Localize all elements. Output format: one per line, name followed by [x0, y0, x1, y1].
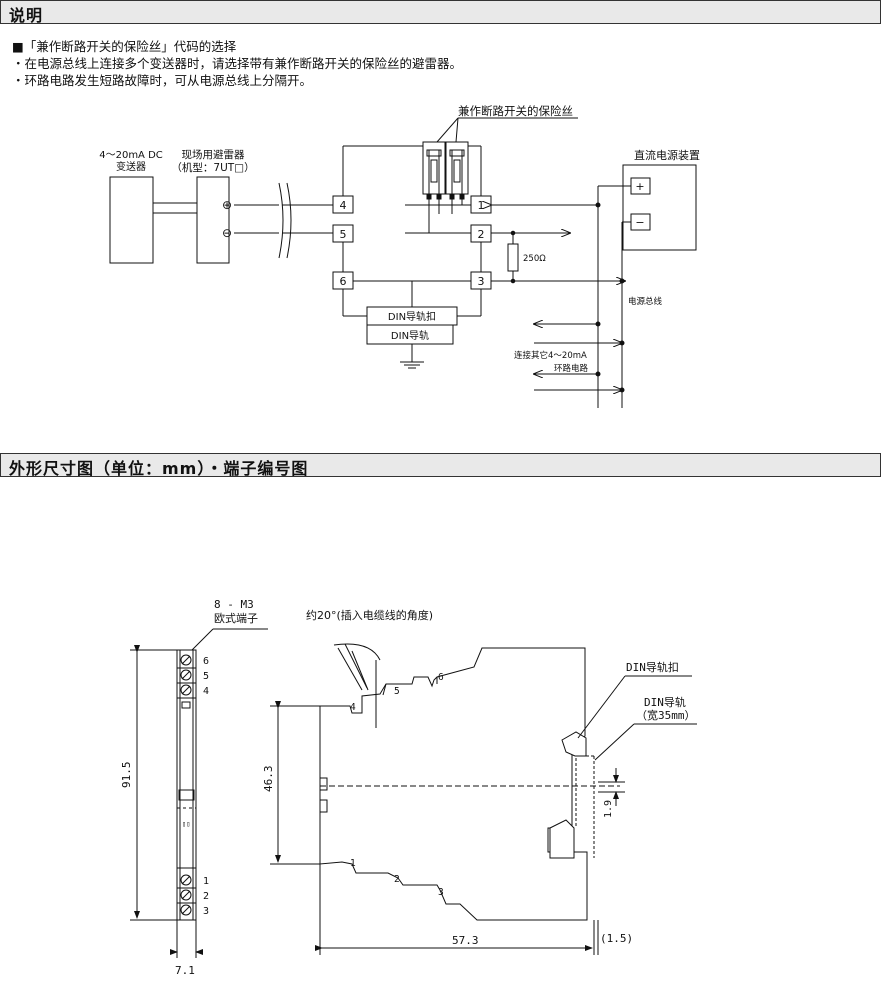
- arrester-label-2: （机型：7UT□）: [171, 161, 254, 174]
- section-header-dimensions: 外形尺寸图（单位：mm）・端子编号图: [0, 453, 881, 478]
- svg-text:3: 3: [478, 275, 485, 288]
- section-header-description: 说明: [0, 0, 881, 25]
- minus-terminal: ⊖: [222, 226, 232, 240]
- svg-text:+: +: [635, 180, 644, 193]
- fuse-label: 兼作断路开关的保险丝: [458, 104, 573, 118]
- power-unit-label: 直流电源装置: [634, 148, 700, 162]
- arrester-box: [196, 176, 230, 264]
- note-bullet-1: ・在电源总线上连接多个变送器时，请选择带有兼作断路开关的保险丝的避雷器。: [12, 56, 463, 71]
- other-loop-label-1: 连接其它4～20mA: [514, 350, 587, 361]
- svg-text:2: 2: [478, 228, 485, 241]
- note-bullet-2: ・环路电路发生短路故障时，可从电源总线上分隔开。: [12, 73, 313, 88]
- transmitter-label-1: 4～20mA DC: [99, 150, 163, 161]
- din-rail-box: [366, 324, 454, 345]
- svg-text:4: 4: [340, 199, 347, 212]
- other-loop-label-2: 环路电路: [554, 363, 589, 374]
- arrester-label-1: 现场用避雷器: [182, 148, 245, 161]
- plus-terminal: ⊕: [222, 198, 232, 212]
- power-bus-label: 电源总线: [628, 296, 663, 307]
- resistor-label: 250Ω: [523, 254, 546, 264]
- resistor: [507, 243, 519, 272]
- svg-text:−: −: [635, 216, 644, 229]
- fuse-code-heading: ■「兼作断路开关的保险丝」代码的选择: [12, 39, 237, 54]
- terminal-4: [332, 195, 354, 214]
- transmitter-label-2: 变送器: [116, 160, 146, 173]
- svg-text:5: 5: [340, 228, 347, 241]
- section-title: 说明: [9, 6, 44, 25]
- svg-text:DIN导轨扣: DIN导轨扣: [388, 310, 436, 323]
- svg-text:1: 1: [478, 199, 485, 212]
- transmitter-box: [109, 176, 154, 264]
- section-title: 外形尺寸图（单位：mm）・端子编号图: [9, 459, 309, 478]
- fuse-assembly: [422, 141, 469, 234]
- svg-text:DIN导轨: DIN导轨: [391, 329, 429, 342]
- svg-text:6: 6: [340, 275, 347, 288]
